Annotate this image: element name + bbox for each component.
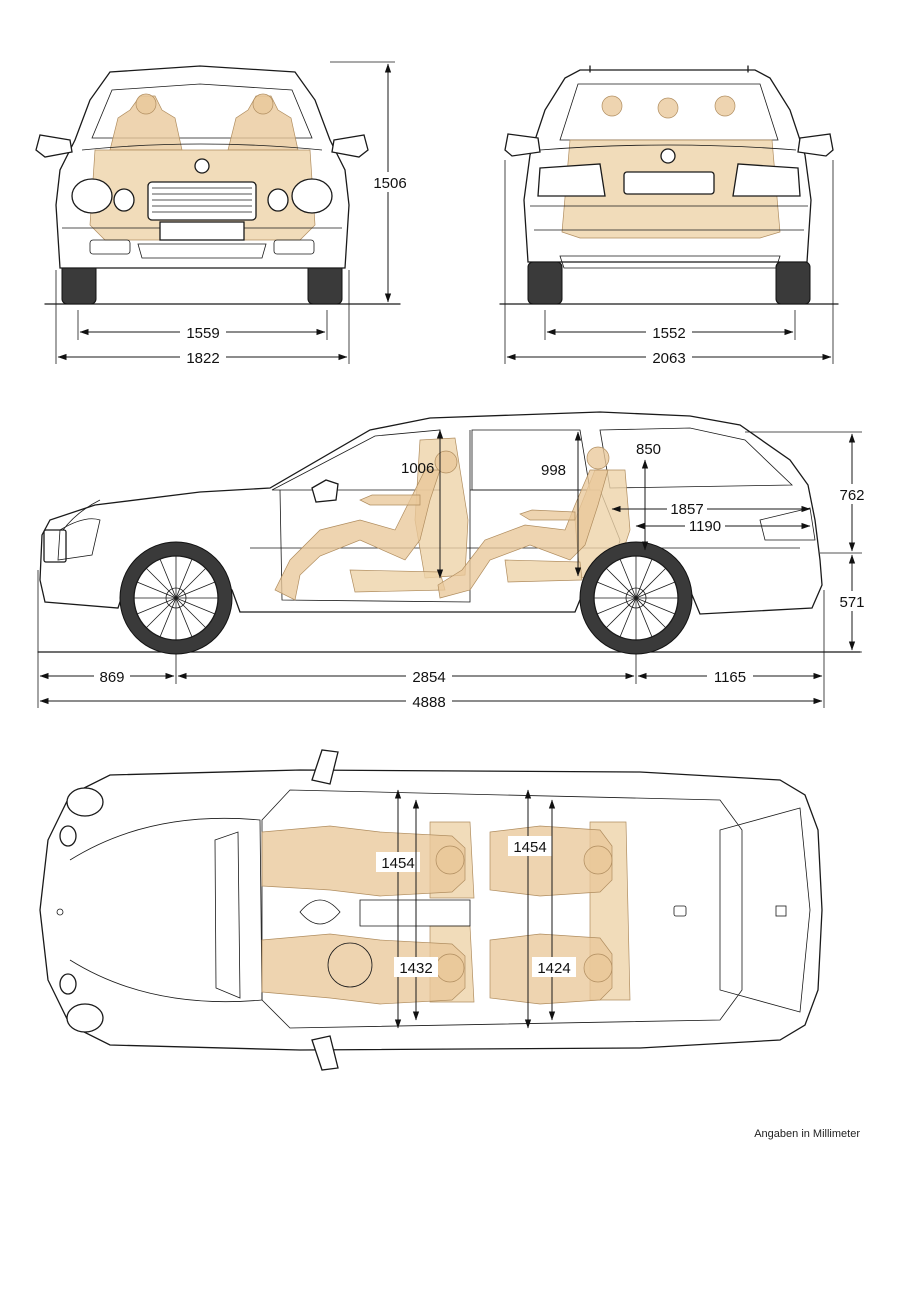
front-view: 1506 1559 1822 [35, 61, 410, 367]
top-hood-vent [214, 831, 241, 999]
front-height-label: 1506 [373, 175, 406, 192]
front-shoulder-label: 1454 [381, 855, 414, 872]
front-right-mirror [331, 134, 369, 158]
rear-overhang-label: 1165 [714, 669, 746, 686]
rear-track-label: 1552 [652, 325, 685, 342]
front-emblem-icon [194, 158, 210, 174]
rear-emblem-icon [660, 148, 676, 164]
rear-shoulder-label: 1454 [513, 839, 546, 856]
wheelbase-label: 2854 [412, 669, 445, 686]
top-rear-window [719, 807, 811, 1013]
rear-right-mirror [797, 133, 834, 157]
cargo-height-label: 850 [636, 441, 661, 458]
units-caption: Angaben in Millimeter [754, 1128, 860, 1140]
top-view: 1454 1454 1432 1424 [39, 749, 823, 1071]
front-track-label: 1559 [186, 325, 219, 342]
side-front-grille [43, 529, 67, 563]
side-mirror [311, 479, 339, 503]
front-grille [147, 181, 257, 221]
top-left-mirror [311, 749, 339, 785]
top-left-headlight [66, 787, 104, 817]
side-rear-wheel [579, 541, 693, 655]
front-width-label: 1822 [186, 350, 219, 367]
rear-left-taillight [537, 163, 606, 197]
front-headroom-label: 1006 [401, 460, 434, 477]
rear-width-label: 2063 [652, 350, 685, 367]
cargo-length-label: 1190 [689, 518, 721, 535]
rear-view: 1552 2063 [499, 65, 839, 367]
rear-right-tire [775, 261, 811, 305]
front-right-headlight [291, 178, 333, 214]
side-view: 1006 998 850 1857 1190 762 571 869 2854 [37, 411, 870, 711]
cargo-length-folded-label: 1857 [670, 501, 703, 518]
top-center-console [299, 899, 341, 925]
rear-height-lower-label: 571 [839, 594, 864, 611]
side-headlight [57, 518, 101, 561]
front-left-headlight [71, 178, 113, 214]
overall-length-label: 4888 [412, 694, 445, 711]
rear-height-upper-label: 762 [839, 487, 864, 504]
top-right-headlight [66, 1003, 104, 1033]
rear-left-mirror [504, 133, 541, 157]
top-body-outline [39, 769, 823, 1051]
top-steering-wheel [327, 942, 373, 988]
top-cabin-outline [261, 789, 743, 1029]
rear-license-plate [623, 171, 715, 195]
rear-headroom-label: 998 [541, 462, 566, 479]
side-front-wheel [119, 541, 233, 655]
front-elbow-label: 1432 [399, 960, 432, 977]
rear-elbow-label: 1424 [537, 960, 570, 977]
front-overhang-label: 869 [99, 669, 124, 686]
top-right-mirror [311, 1035, 339, 1071]
rear-right-taillight [732, 163, 801, 197]
rear-left-tire [527, 261, 563, 305]
front-left-mirror [35, 134, 73, 158]
top-front-emblem-icon [56, 908, 64, 916]
